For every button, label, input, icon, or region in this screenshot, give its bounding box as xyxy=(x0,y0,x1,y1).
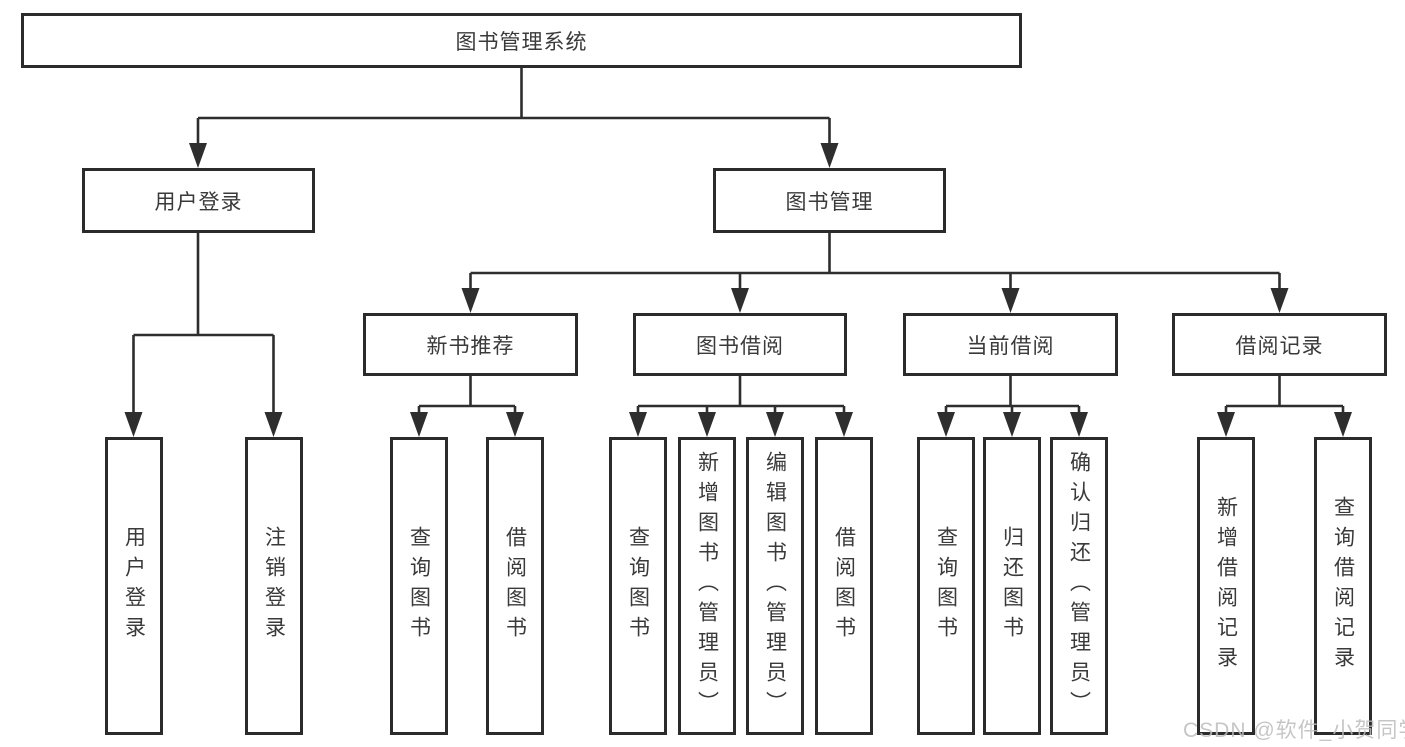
leaf-label: 编辑图书（管理员） xyxy=(763,451,787,721)
node-new-book-recommend: 新书推荐 xyxy=(363,313,578,376)
node-leaf-add-borrow-record: 新增借阅记录 xyxy=(1197,437,1255,735)
node-book-management-system: 图书管理系统 xyxy=(21,13,1022,68)
node-current-borrow: 当前借阅 xyxy=(903,313,1118,376)
leaf-label: 查询图书 xyxy=(407,526,431,646)
node-leaf-return-books: 归还图书 xyxy=(983,437,1041,735)
connector-user-login-children xyxy=(124,233,283,437)
node-borrow-records: 借阅记录 xyxy=(1172,313,1387,376)
leaf-label: 确认归还（管理员） xyxy=(1067,451,1091,721)
connector-root-to-level1 xyxy=(189,68,839,168)
node-book-borrow: 图书借阅 xyxy=(633,313,847,376)
node-book-management: 图书管理 xyxy=(713,168,946,233)
leaf-label: 新增借阅记录 xyxy=(1214,496,1238,676)
node-leaf-user-login: 用户登录 xyxy=(105,437,163,735)
node-leaf-borrow-books-1: 借阅图书 xyxy=(486,437,544,735)
node-user-login: 用户登录 xyxy=(82,168,315,233)
leaf-label: 归还图书 xyxy=(1000,526,1024,646)
leaf-label: 注销登录 xyxy=(262,526,286,646)
node-leaf-query-books-1: 查询图书 xyxy=(390,437,448,735)
connector-book-management-children xyxy=(461,233,1289,313)
leaf-label: 查询图书 xyxy=(934,526,958,646)
node-leaf-query-borrow-record: 查询借阅记录 xyxy=(1314,437,1372,735)
connector-borrow-records-children xyxy=(1217,376,1352,437)
leaf-label: 查询借阅记录 xyxy=(1331,496,1355,676)
connector-current-borrow-children xyxy=(937,376,1088,437)
leaf-label: 借阅图书 xyxy=(832,526,856,646)
leaf-label: 借阅图书 xyxy=(503,526,527,646)
leaf-label: 查询图书 xyxy=(626,526,650,646)
node-leaf-query-books-2: 查询图书 xyxy=(609,437,667,735)
connector-new-book-children xyxy=(410,376,524,437)
leaf-label: 新增图书（管理员） xyxy=(695,451,719,721)
connector-book-borrow-children xyxy=(629,376,853,437)
node-leaf-edit-books-admin: 编辑图书（管理员） xyxy=(746,437,804,735)
node-leaf-add-books-admin: 新增图书（管理员） xyxy=(678,437,736,735)
csdn-watermark: CSDN @软件_小贺同学 xyxy=(1183,719,1405,742)
node-leaf-query-books-3: 查询图书 xyxy=(917,437,975,735)
node-leaf-logout: 注销登录 xyxy=(245,437,303,735)
leaf-label: 用户登录 xyxy=(122,526,146,646)
node-leaf-confirm-return-admin: 确认归还（管理员） xyxy=(1050,437,1108,735)
node-leaf-borrow-books-2: 借阅图书 xyxy=(815,437,873,735)
